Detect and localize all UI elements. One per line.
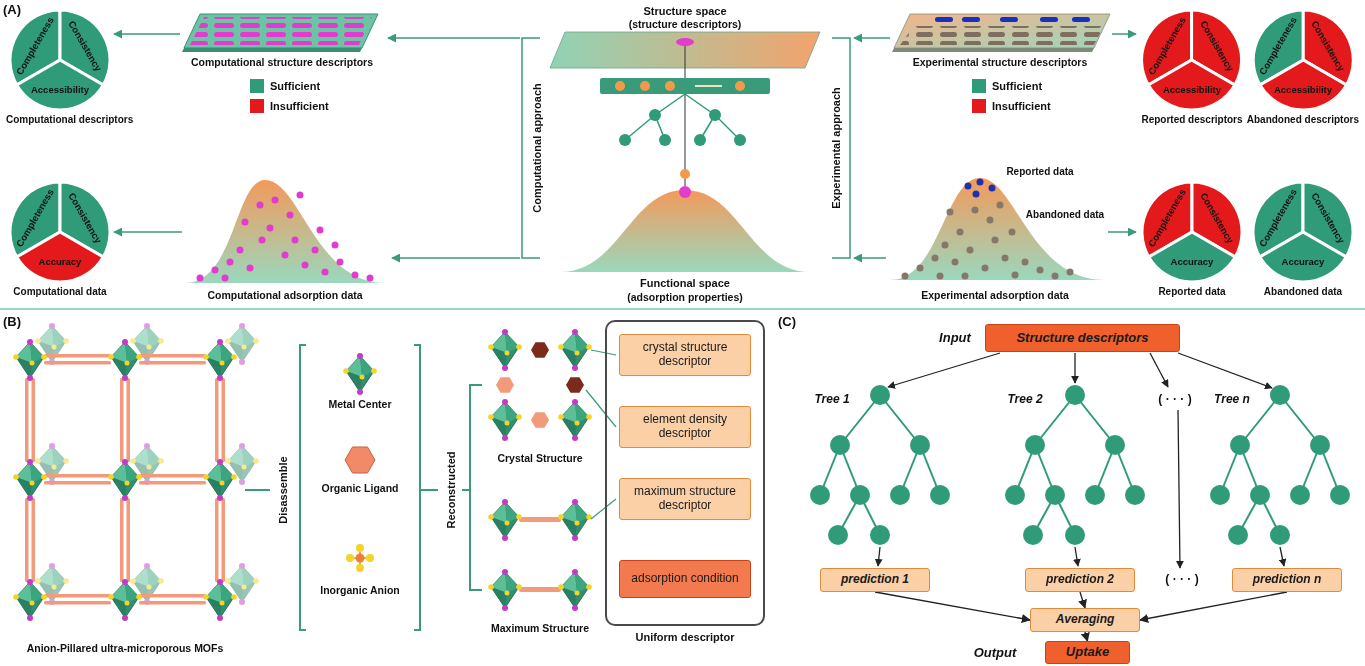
segment-label: Accuracy — [39, 257, 82, 267]
connector-arrow — [1085, 632, 1088, 641]
box-label: Structure descriptors — [1016, 331, 1148, 346]
pie-segment — [1260, 232, 1347, 282]
legend-swatch — [250, 79, 264, 93]
space-subtitle: (adsorption properties) — [627, 291, 743, 303]
connector-arrow — [1080, 592, 1085, 608]
descriptor-box: maximum structure descriptor — [619, 478, 751, 520]
pie-caption: Computational descriptors — [6, 114, 133, 125]
legend-text: Sufficient — [270, 80, 320, 92]
data-annotation: Reported data — [1006, 166, 1073, 178]
panel-letter: (C) — [778, 315, 796, 330]
connector-arrow — [875, 592, 1030, 620]
segment-label: Accessibility — [1274, 85, 1332, 95]
io-label: Output — [974, 646, 1017, 661]
box-label: Uptake — [1066, 645, 1109, 660]
pie-segment — [1149, 232, 1236, 282]
prediction-box: prediction 2 — [1025, 568, 1135, 592]
legend-text: Insufficient — [992, 100, 1051, 112]
box-label: Averaging — [1056, 613, 1115, 627]
step-label: Disassemble — [277, 456, 290, 523]
pie-caption: Reported data — [1158, 286, 1225, 297]
box-label: maximum structure descriptor — [626, 485, 744, 513]
quality-pie: CompletenessConsistencyAccessibilityAban… — [1244, 9, 1362, 129]
output-box: Uptake — [1045, 641, 1130, 664]
legend-swatch — [250, 99, 264, 113]
segment-label: Accuracy — [1171, 257, 1214, 267]
box-label: prediction 2 — [1046, 573, 1114, 587]
connector-arrow — [1140, 592, 1287, 620]
legend-item: Sufficient — [250, 79, 320, 93]
legend-text: Insufficient — [270, 100, 329, 112]
quality-pie: CompletenessConsistencyAccuracyReported … — [1140, 181, 1244, 301]
ellipsis: ( · · · ) — [1158, 393, 1191, 407]
legend-item: Insufficient — [972, 99, 1051, 113]
quality-pie: CompletenessConsistencyAccessibilityComp… — [3, 9, 136, 129]
prediction-box: prediction 1 — [820, 568, 930, 592]
approach-label: Computational approach — [531, 83, 544, 213]
legend-swatch — [972, 79, 986, 93]
data-annotation: Abandoned data — [1026, 209, 1104, 221]
segment-label: Accessibility — [31, 85, 89, 95]
component-label: Organic Ligand — [321, 482, 398, 494]
pie-segment — [17, 232, 104, 282]
box-label: crystal structure descriptor — [626, 341, 744, 369]
pie-segment — [1260, 60, 1347, 110]
figure-caption: Anion-Pillared ultra-microporous MOFs — [27, 642, 224, 654]
tree-label: Tree n — [1214, 393, 1250, 407]
pie-segment — [17, 60, 104, 110]
figure-caption: Maximum Structure — [491, 622, 589, 634]
legend-swatch — [972, 99, 986, 113]
pie-caption: Reported descriptors — [1141, 114, 1242, 125]
box-label: element density descriptor — [626, 413, 744, 441]
figure-caption: Experimental adsorption data — [921, 289, 1069, 301]
pie-outline — [1244, 9, 1362, 111]
legend-item: Sufficient — [972, 79, 1042, 93]
pie-caption: Abandoned descriptors — [1247, 114, 1359, 125]
step-label: Reconstructed — [445, 451, 458, 528]
pie-segment — [1149, 60, 1236, 110]
figure-caption: Computational structure descriptors — [191, 56, 373, 68]
tree-label: Tree 2 — [1007, 393, 1042, 407]
approach-label: Experimental approach — [830, 87, 843, 209]
quality-pie: CompletenessConsistencyAccuracyComputati… — [8, 181, 112, 301]
figure-caption: Experimental structure descriptors — [913, 56, 1087, 68]
ellipsis: ( · · · ) — [1165, 573, 1198, 587]
tree-label: Tree 1 — [814, 393, 849, 407]
descriptor-group: Uniform descriptor crystal structure desc… — [605, 320, 765, 652]
figure-caption: Crystal Structure — [497, 452, 582, 464]
panel-letter: (B) — [3, 315, 21, 330]
space-subtitle: (structure descriptors) — [629, 18, 742, 30]
box-label: prediction 1 — [841, 573, 909, 587]
segment-label: Accessibility — [1163, 85, 1221, 95]
descriptor-box: adsorption condition — [619, 560, 751, 598]
box-label: prediction n — [1253, 573, 1322, 587]
figure-caption: Computational adsorption data — [207, 289, 362, 301]
descriptor-box: element density descriptor — [619, 406, 751, 448]
quality-pie: CompletenessConsistencyAccessibilityRepo… — [1138, 9, 1245, 129]
pie-caption: Computational data — [13, 286, 106, 297]
input-box: Structure descriptors — [985, 324, 1180, 352]
component-label: Metal Center — [328, 398, 391, 410]
descriptor-box: crystal structure descriptor — [619, 334, 751, 376]
legend-text: Sufficient — [992, 80, 1042, 92]
prediction-box: prediction n — [1232, 568, 1342, 592]
io-label: Input — [939, 331, 971, 346]
legend-item: Insufficient — [250, 99, 329, 113]
space-title: Structure space — [643, 5, 726, 18]
panel-letter: (A) — [3, 3, 21, 18]
space-title: Functional space — [640, 277, 730, 290]
box-label: adsorption condition — [631, 572, 738, 586]
group-title: Uniform descriptor — [605, 631, 765, 643]
component-label: Inorganic Anion — [320, 584, 400, 596]
process-box: Averaging — [1030, 608, 1140, 632]
quality-pie: CompletenessConsistencyAccuracyAbandoned… — [1251, 181, 1355, 301]
pie-caption: Abandoned data — [1264, 286, 1342, 297]
segment-label: Accuracy — [1282, 257, 1325, 267]
